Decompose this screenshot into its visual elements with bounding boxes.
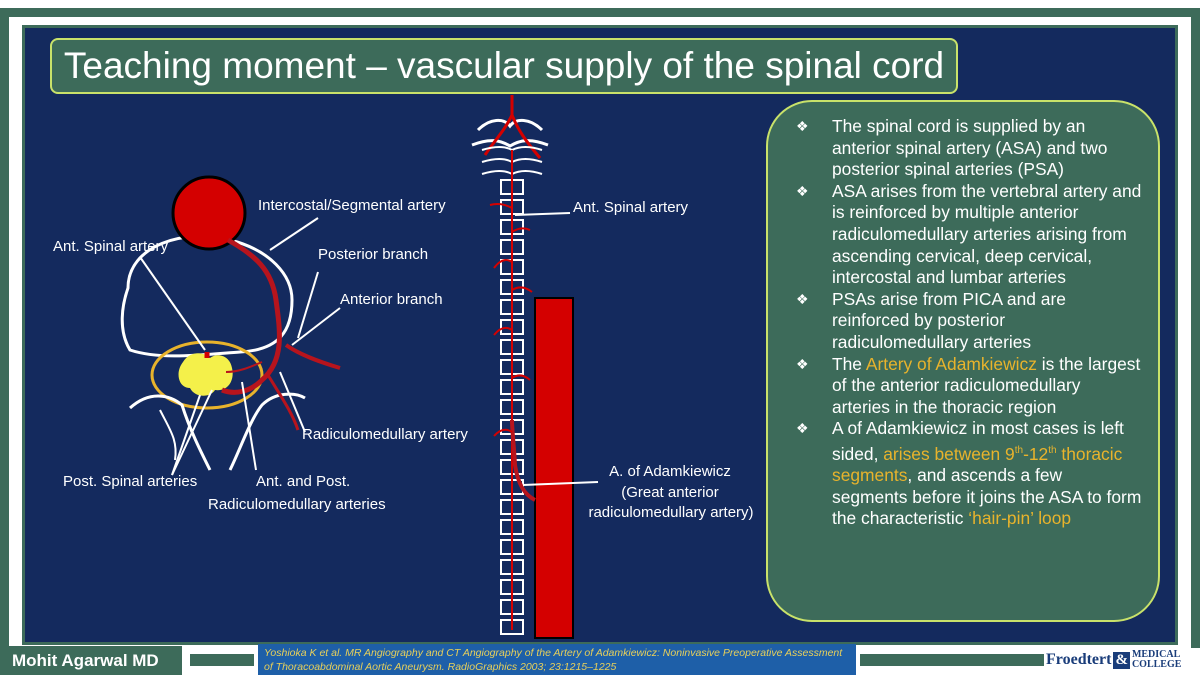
- slide-title: Teaching moment – vascular supply of the…: [50, 38, 958, 94]
- bullet-highlight: ‘hair-pin’ loop: [968, 508, 1072, 529]
- bullet-panel: ❖ The spinal cord is supplied by an anter…: [766, 100, 1160, 622]
- footer-bar-left: [190, 654, 254, 666]
- diamond-bullet-icon: ❖: [796, 118, 809, 134]
- spinal-column: [471, 95, 599, 639]
- reference-citation: Yoshioka K et al. MR Angiography and CT …: [258, 644, 856, 675]
- label-posterior-branch: Posterior branch: [318, 246, 429, 263]
- logo-college: COLLEGE: [1131, 659, 1182, 670]
- label-adamkiewicz-line2: (Great anterior: [621, 484, 719, 501]
- bullet-text: PSAs arise from PICA and are reinforced …: [832, 288, 1066, 352]
- logo-froedtert: Froedtert: [1046, 651, 1112, 668]
- aorta-column: [534, 297, 574, 639]
- bullet-text: is the largest of the anterior radiculom…: [832, 353, 1141, 417]
- vertebral-artery-right: [510, 114, 542, 159]
- left-facet: [159, 409, 177, 461]
- label-anterior-branch: Anterior branch: [340, 291, 443, 308]
- label-ant-post-radic-line2: Radiculomedullary arteries: [208, 496, 386, 513]
- bullet-text: A of Adamkiewicz in most cases is left s…: [832, 418, 1124, 464]
- segmental-branch: [511, 374, 531, 381]
- cord-grey-matter: [178, 353, 233, 396]
- bullet-item: ❖ The Artery of Adamkiewicz is the larges…: [790, 354, 1142, 419]
- bullet-highlight: thoracic segments: [832, 443, 1123, 486]
- bullet-highlight: Artery of Adamkiewicz: [865, 353, 1037, 374]
- pointer-ant-spinal: [139, 256, 206, 351]
- bullet-text: , and ascends a few segments before it j…: [832, 465, 1142, 529]
- cross-section: [120, 175, 341, 476]
- footer-bar-right: [860, 654, 1044, 666]
- diamond-bullet-icon: ❖: [796, 355, 809, 372]
- top-border: [0, 8, 1200, 17]
- bullet-item: ❖ PSAs arise from PICA and are reinforced…: [790, 289, 1142, 354]
- bullet-text: The: [832, 353, 866, 374]
- segmental-branch: [489, 203, 513, 209]
- pointer-adamkiewicz: [522, 481, 599, 486]
- anterior-branch-vessel: [284, 343, 341, 370]
- bullet-highlight: -12: [1023, 443, 1049, 464]
- bullet-highlight: arises between 9: [883, 443, 1015, 464]
- pointer-post-spinal: [171, 394, 201, 476]
- pointer-ant-post-radic: [241, 381, 257, 471]
- label-adamkiewicz-line1: A. of Adamkiewicz: [609, 463, 731, 480]
- author-name: Mohit Agarwal MD: [0, 646, 182, 675]
- bullet-superscript: th: [1048, 444, 1057, 456]
- label-ant-spinal-right: Ant. Spinal artery: [573, 199, 689, 216]
- logo-ampersand: &: [1113, 651, 1130, 669]
- segmental-artery: [221, 237, 282, 395]
- pointer-radiculomedullary: [279, 371, 306, 433]
- label-adamkiewicz-line3: radiculomedullary artery): [588, 504, 754, 521]
- label-ant-spinal-left: Ant. Spinal artery: [53, 238, 169, 255]
- segmental-branch: [511, 286, 533, 293]
- label-post-spinal: Post. Spinal arteries: [63, 473, 198, 490]
- bullet-item: ❖ The spinal cord is supplied by an anter…: [790, 116, 1142, 181]
- posterior-branch-vessel: [266, 374, 300, 431]
- bullet-text: ASA arises from the vertebral artery and…: [832, 180, 1142, 288]
- pointer-posterior-branch: [297, 271, 319, 339]
- aorta-circle: [171, 175, 247, 251]
- bullet-list: ❖ The spinal cord is supplied by an anter…: [790, 116, 1142, 530]
- pointer-anterior-branch: [291, 307, 341, 346]
- segmental-branch: [493, 259, 513, 269]
- bullet-item: ❖ ASA arises from the vertebral artery an…: [790, 181, 1142, 289]
- label-ant-post-radic-line1: Ant. and Post.: [256, 473, 351, 490]
- left-border: [0, 8, 9, 648]
- right-border: [1191, 8, 1200, 648]
- pointer-post-spinal-2: [171, 389, 213, 476]
- segmental-branch: [493, 428, 513, 437]
- segmental-branch: [493, 326, 513, 336]
- adamkiewicz-vessel: [510, 419, 536, 502]
- skull-base: [471, 119, 549, 148]
- pointer-intercostal: [269, 217, 319, 251]
- logo-medical: MEDICAL: [1131, 649, 1181, 660]
- pointer-ant-spinal-right: [514, 212, 571, 216]
- radicular-branch: [225, 361, 263, 373]
- diamond-bullet-icon: ❖: [796, 290, 809, 307]
- diamond-bullet-icon: ❖: [796, 182, 809, 199]
- label-intercostal: Intercostal/Segmental artery: [258, 197, 446, 214]
- right-lamina: [228, 392, 306, 471]
- segmental-branch: [511, 227, 531, 233]
- bullet-item: ❖ A of Adamkiewicz in most cases is left …: [790, 418, 1142, 530]
- bullet-text: The spinal cord is supplied by an anteri…: [832, 116, 1108, 180]
- label-radiculomedullary: Radiculomedullary artery: [302, 426, 468, 443]
- spinal-canal-outline: [150, 340, 264, 410]
- bullet-superscript: th: [1014, 444, 1024, 456]
- left-lamina: [128, 394, 212, 471]
- diamond-bullet-icon: ❖: [796, 420, 809, 437]
